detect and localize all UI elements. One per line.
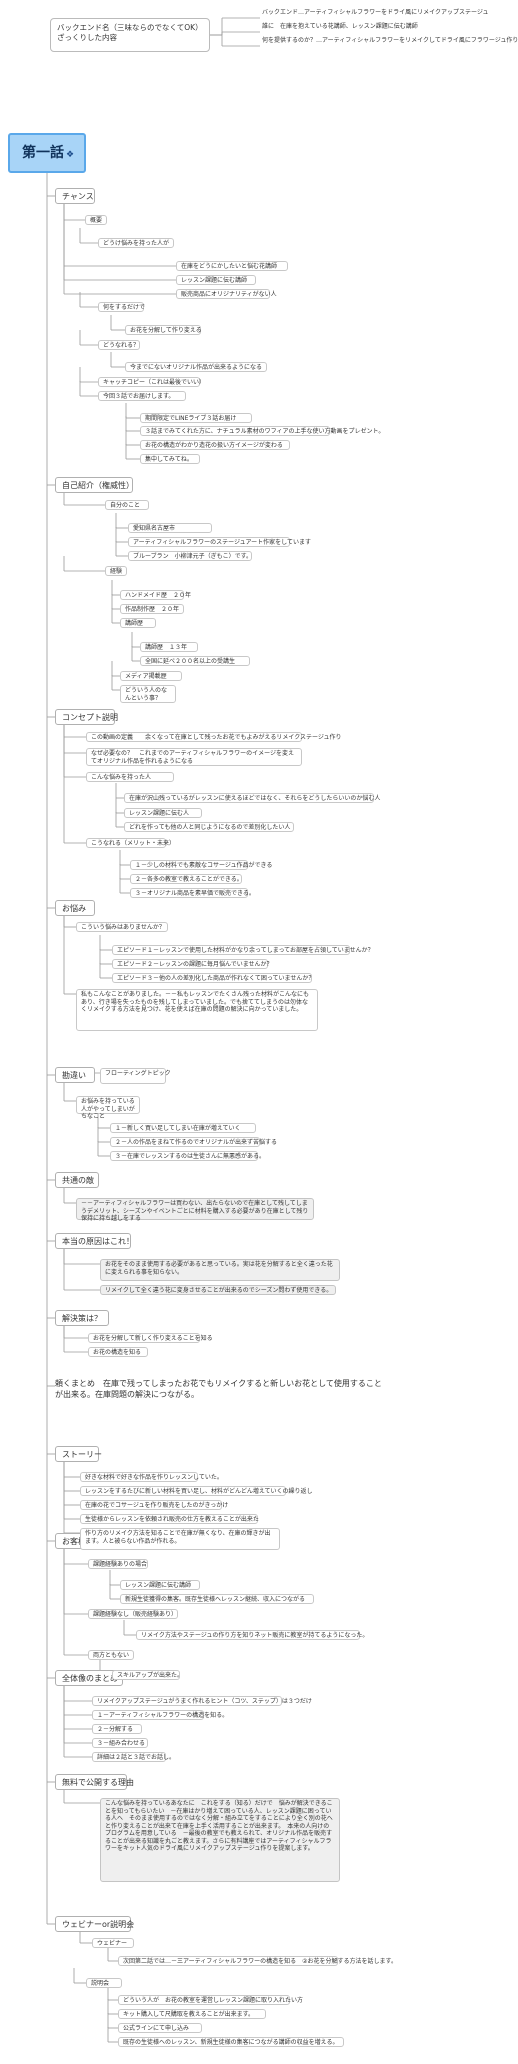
node-s7-1[interactable]: お花をそのまま使用する必要があると思っている。実は花を分解すると全く違った花に変… — [100, 1259, 340, 1281]
node-s8-1[interactable]: お花を分解して新しく作り変えることを知る — [88, 1333, 213, 1343]
node-s12-4[interactable]: ３－組み合わせる — [92, 1738, 148, 1748]
node-s10-5[interactable]: 作り方のリメイク方法を知ることで在庫が無くなり、在庫の輝きが出ます。人と被らない… — [80, 1528, 280, 1550]
node-s1-11[interactable]: 今回３話でお届けします。 — [98, 391, 186, 401]
section-s1[interactable]: チャンス — [55, 188, 95, 204]
node-s3-8[interactable]: １－少しの材料でも素敵なコサージュ作品ができる — [130, 860, 272, 870]
node-s14-3[interactable]: 説明会 — [86, 1978, 122, 1988]
node-s10-1[interactable]: 好きな材料で好きな作品を作りレッスンしていた。 — [80, 1472, 223, 1482]
node-s5-3[interactable]: １－新しく買い足してしまい在庫が増えていく — [110, 1123, 256, 1133]
node-s1-10[interactable]: キャッチコピー（これは最後でいい） — [98, 377, 205, 387]
node-s2-4[interactable]: ブルーブラン 小柳津元子（ぎもこ）です。 — [128, 551, 252, 561]
node-s5-5[interactable]: ３－在庫でレッスンするのは生徒さんに無悪感がある。 — [110, 1151, 265, 1161]
node-s10-4[interactable]: 生徒様からレッスンを依頼され販売の仕方を教えることが出来た — [80, 1514, 259, 1524]
node-s5-1[interactable]: フローティングトピック — [100, 1068, 171, 1084]
section-s14[interactable]: ウェビナーor説明会 — [55, 1916, 134, 1932]
node-s11-7[interactable]: スキルアップが出来た。 — [112, 1670, 183, 1680]
node-s3-4[interactable]: 在庫が沢山残っているがレッスンに使えるほどではなく、それらをどうしたらいいのか悩… — [124, 793, 380, 803]
node-s1-2[interactable]: どうけ悩みを持った人が — [98, 238, 174, 248]
node-s2-10[interactable]: 全国に延べ２００名以上の受講生 — [140, 656, 250, 666]
section-s7[interactable]: 本当の原因はこれ！ — [55, 1233, 134, 1249]
node-s12-1[interactable]: リメイクアップステージュがうまく作れるヒント（コツ、ステップ）は３つだけ — [92, 1696, 312, 1706]
node-s12-5[interactable]: 詳細は２話と３話でお話し。 — [92, 1752, 175, 1762]
root-label: 第一話 — [22, 145, 64, 161]
node-s14-4[interactable]: どういう人が お花の教室を運営しレッスン課題に取り入れたい方 — [118, 1995, 303, 2005]
node-s5-4[interactable]: ２－人の作品をまねて作るのでオリジナルが出来ず苦悩する — [110, 1137, 277, 1147]
header-note-2[interactable]: 誰に 在庫を抱えている花講師、レッスン課題に伝む講師 — [262, 23, 418, 30]
root-topic[interactable]: 第一話❖ — [8, 133, 86, 173]
section-s2[interactable]: 自己紹介（権威性） — [55, 477, 134, 493]
node-s12-2[interactable]: １－アーティフィシャルフラワーの構造を知る。 — [92, 1710, 228, 1720]
node-s1-13[interactable]: ３話までみてくれた方に、ナチュラル素材のワフィアの上手な使い方動画をプレゼント。 — [140, 426, 384, 436]
node-s3-9[interactable]: ２－各多の教室で教えることができる。 — [130, 874, 243, 884]
section-s4[interactable]: お悩み — [55, 900, 95, 916]
info-icon[interactable]: ❖ — [66, 150, 75, 160]
node-s1-6[interactable]: 何をするだけで — [98, 302, 145, 312]
node-s2-8[interactable]: 講師歴 — [120, 618, 156, 628]
node-s1-8[interactable]: どうなれる？ — [98, 340, 140, 350]
node-s11-5[interactable]: リメイク方法やステージュの作り方を知りネット販売に教室が持てるようになった。 — [136, 1630, 368, 1640]
node-s1-15[interactable]: 集中してみてね。 — [140, 454, 200, 464]
node-s4-5[interactable]: 私もこんなことがありました。－－私もレッスンでたくさん残った材料がこんなにもあり… — [76, 989, 318, 1031]
node-s1-12[interactable]: 期間限定でLINEライブ３話お届け — [140, 413, 252, 423]
connector-lines — [46, 17, 260, 2043]
node-s1-9[interactable]: 今までにないオリジナル作品が出来るようになる — [125, 362, 267, 372]
node-s10-2[interactable]: レッスンをするたびに新しい材料を買い足し、材料がどんどん増えていくの繰り返し — [80, 1486, 313, 1496]
section-s8[interactable]: 解決策は？ — [55, 1310, 109, 1326]
header-note-1[interactable]: バックエンド…アーティフィシャルフラワーをドライ風にリメイクアップステージュ — [262, 9, 489, 16]
node-s1-4[interactable]: レッスン課題に伝む講師 — [176, 275, 256, 285]
node-s1-14[interactable]: お花の構造がわかり造花の扱い方イメージが変わる — [140, 440, 290, 450]
section-s6[interactable]: 共通の敵 — [55, 1172, 99, 1188]
node-s2-1[interactable]: 自分のこと — [105, 500, 149, 510]
node-s11-1[interactable]: 課題経験ありの場合 — [88, 1559, 148, 1569]
backend-title-box[interactable]: バックエンド名（三味ならのでなくてOK） ざっくりした内容 — [50, 18, 210, 52]
node-s4-4[interactable]: エピソード３－他の人の差別化した商品が作れなくて困っていませんか？ — [112, 973, 314, 983]
node-s2-11[interactable]: メディア掲載歴 — [120, 671, 182, 681]
node-s2-9[interactable]: 講師歴 １３年 — [140, 642, 198, 652]
node-s2-7[interactable]: 作品制作歴 ２０年 — [120, 604, 184, 614]
node-s8-2[interactable]: お花の構造を知る — [88, 1347, 148, 1357]
node-s1-3[interactable]: 在庫をどうにかしたいと悩む花講師 — [176, 261, 288, 271]
header-note-3[interactable]: 何を提供するのか？…アーティフィシャルフラワーをリメイクしてドライ風にフラワージ… — [262, 37, 518, 44]
node-s2-12[interactable]: どういう人のなんという事？ — [120, 685, 176, 703]
node-s14-1[interactable]: ウェビナー — [92, 1938, 134, 1948]
node-s2-6[interactable]: ハンドメイド歴 ２０年 — [120, 590, 191, 600]
node-s11-2[interactable]: レッスン課題に伝む講師 — [120, 1580, 200, 1590]
section-s10[interactable]: ストーリー — [55, 1446, 102, 1462]
node-s1-5[interactable]: 販売商品にオリジナリティがない人 — [176, 289, 277, 299]
node-s14-6[interactable]: 公式ラインにて申し込み — [118, 2023, 202, 2033]
node-s3-10[interactable]: ３－オリジナル商品を素早価で販売できる。 — [130, 888, 255, 898]
node-s2-5[interactable]: 経験 — [105, 566, 127, 576]
node-s3-6[interactable]: どれを作っても他の人と同じようになるので差別化したい人 — [124, 822, 294, 832]
node-s4-1[interactable]: こういう悩みはありませんか？ — [76, 922, 168, 932]
node-s5-2[interactable]: お悩みを持っている人がやってしまいがちなこと — [76, 1096, 140, 1120]
node-s2-3[interactable]: アーティフィシャルフラワーのステージュアート作家をしています — [128, 537, 311, 547]
node-s14-5[interactable]: キット購入して尺購取を教えることが出来ます。 — [118, 2009, 266, 2019]
title-line-1: バックエンド名（三味ならのでなくてOK） — [57, 23, 203, 32]
title-line-2: ざっくりした内容 — [57, 33, 117, 42]
node-s3-3[interactable]: こんな悩みを持った人 — [86, 772, 174, 782]
node-s6-1[interactable]: －－アーティフィシャルフラワーは買わない、出たらないので在庫として残してしまうデ… — [76, 1198, 314, 1222]
section-s13[interactable]: 無料で公開する理由 — [55, 1774, 134, 1790]
node-s1-1[interactable]: 概要 — [85, 215, 107, 225]
node-s4-3[interactable]: エピソード２－レッスンの課題に毎月悩んでいませんか？ — [112, 959, 273, 969]
section-s9[interactable]: 頼くまとめ 在庫で残ってしまったお花でもリメイクすると新しいお花として使用するこ… — [55, 1379, 382, 1399]
node-s4-2[interactable]: エピソード１－レッスンで使用した材料がかなり余ってしまってお部屋を占領していませ… — [112, 945, 374, 955]
node-s13-1[interactable]: こんな悩みを持っているあなたに これをする（知る）だけで 悩みが解決できることを… — [100, 1798, 340, 1882]
node-s7-2[interactable]: リメイクして全く違う花に変身させることが出来るのでシーズン問わず使用できる。 — [100, 1285, 336, 1295]
node-s3-7[interactable]: こうなれる（メリット・未来） — [86, 838, 175, 848]
node-s11-3[interactable]: 新規生徒獲得の集客。既存生徒様へレッスン継続、収入につながる — [120, 1594, 314, 1604]
node-s14-2[interactable]: 次回第二話では…－三アーティフィシャルフラワーの構造を知る ②お花を分解する方法… — [118, 1956, 397, 1966]
node-s14-7[interactable]: 既存の生徒様へのレッスン、新規生徒様の集客につながる講師の収益を増える。 — [118, 2037, 344, 2047]
node-s12-3[interactable]: ２－分解する — [92, 1724, 142, 1734]
node-s11-6[interactable]: 両方ともない — [88, 1650, 134, 1660]
node-s10-3[interactable]: 在庫の花でコサージュを作り販売をしたのがきっかけ — [80, 1500, 228, 1510]
section-s5[interactable]: 勘違い — [55, 1067, 95, 1083]
section-s3[interactable]: コンセプト説明 — [55, 709, 118, 725]
node-s1-7[interactable]: お花を分解して作り変える — [125, 325, 202, 335]
node-s3-1[interactable]: この動画の定義 余くなって在庫として残ったお花でもよみがえるリメイクステージュ作… — [86, 732, 342, 742]
node-s3-2[interactable]: なぜ必要なの？ これまでのアーティフィシャルフラワーのイメージを変えてオリジナル… — [86, 748, 302, 766]
node-s3-5[interactable]: レッスン課題に伝む人 — [124, 808, 202, 818]
node-s11-4[interactable]: 課題経験なし（販売経験あり） — [88, 1609, 178, 1619]
node-s2-2[interactable]: 愛知県名古屋市 — [128, 523, 212, 533]
